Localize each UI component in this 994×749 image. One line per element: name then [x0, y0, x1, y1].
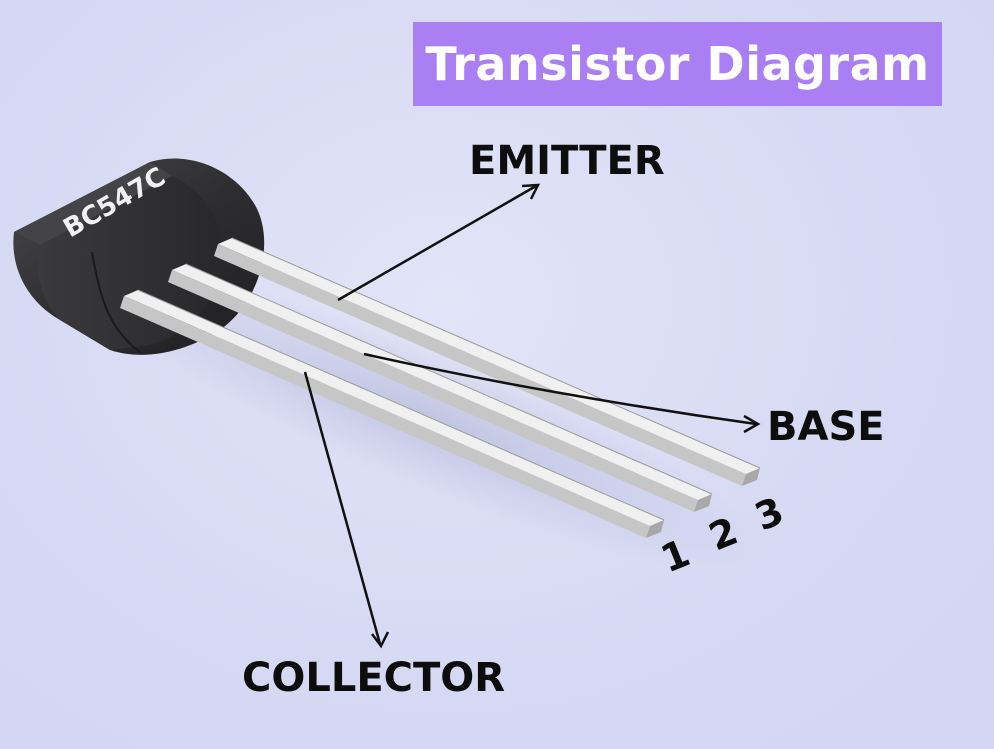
diagram-title: Transistor Diagram	[425, 37, 930, 91]
base-arrowhead	[743, 414, 761, 434]
emitter-arrowhead	[521, 183, 541, 200]
emitter-arrow-line	[337, 184, 537, 302]
base-label: BASE	[767, 404, 885, 450]
collector-arrow-line	[303, 371, 382, 645]
lead-emitter	[214, 237, 761, 486]
collector-label: COLLECTOR	[242, 655, 506, 701]
lead-collector	[120, 289, 665, 538]
emitter-label: EMITTER	[469, 138, 665, 184]
pointer-arrows	[303, 183, 761, 649]
lead-base	[168, 263, 713, 512]
transistor-body: BC547C	[13, 158, 265, 355]
title-banner: Transistor Diagram	[413, 22, 942, 106]
collector-arrowhead	[371, 631, 390, 649]
base-arrow-line	[363, 352, 757, 426]
